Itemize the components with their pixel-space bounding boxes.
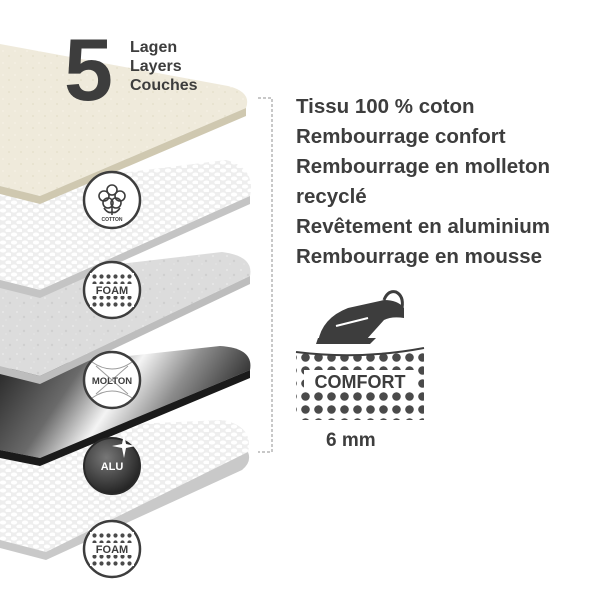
thickness-label: 6 mm [326, 430, 376, 451]
layer-count: 5 [64, 20, 113, 119]
comfort-label: COMFORT [315, 372, 406, 392]
layer-description: Revêtement en aluminium [296, 215, 551, 238]
layer-description: Rembourrage en mousse [296, 245, 543, 268]
layer-description-list: Tissu 100 % coton Rembourrage confort Re… [296, 92, 596, 272]
foam-top-badge: FOAM [82, 260, 142, 320]
heading-word: Layers [130, 58, 182, 75]
layer-description: Rembourrage en molleton [296, 155, 551, 178]
cotton-badge-label: COTTON [101, 217, 122, 223]
molton-badge-label: MOLTON [92, 376, 132, 387]
layer-bracket [258, 97, 273, 453]
layer-description: recyclé [296, 185, 367, 208]
molton-badge: MOLTON [82, 350, 142, 410]
layer-description: Rembourrage confort [296, 125, 506, 148]
sparkle-icon [112, 434, 136, 458]
foam-bottom-badge-label: FOAM [96, 544, 128, 556]
foam-top-badge-label: FOAM [96, 285, 128, 297]
layer-description: Tissu 100 % coton [296, 95, 475, 118]
foam-bottom-badge: FOAM [82, 519, 142, 579]
alu-badge: ALU [83, 434, 141, 495]
alu-badge-label: ALU [101, 461, 124, 473]
comfort-pad-icon: COMFORT [295, 347, 425, 420]
layer-count-words: Lagen Layers Couches [130, 38, 198, 95]
heading-word: Couches [130, 77, 198, 94]
layer-cotton [0, 44, 248, 204]
iron-icon [316, 290, 404, 344]
cotton-flower-icon [98, 184, 126, 215]
heading-word: Lagen [130, 39, 178, 56]
cotton-badge: COTTON [82, 170, 142, 230]
